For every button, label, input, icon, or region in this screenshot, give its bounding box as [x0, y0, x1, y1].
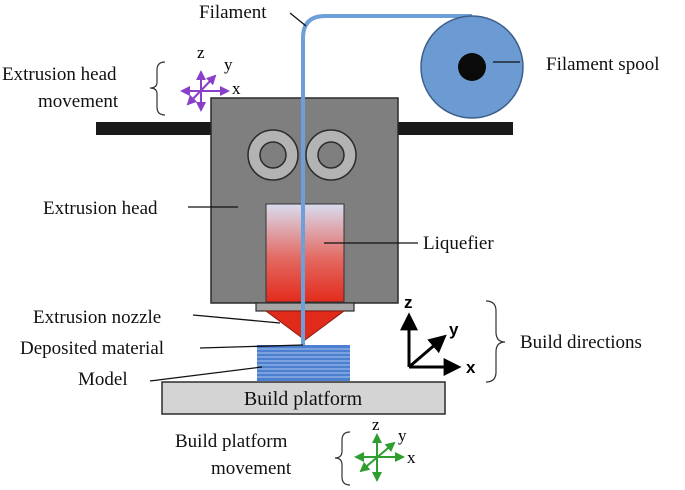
- model-label: Model: [78, 369, 128, 390]
- platform-axis-y-label: y: [398, 426, 407, 445]
- build-platform-movement-label-line1: Build platform: [175, 431, 288, 452]
- build-platform-movement-label-line2: movement: [211, 458, 292, 479]
- build-axis-z-label: z: [404, 293, 413, 312]
- extrusion-head-movement-label-line1: Extrusion head: [2, 64, 117, 85]
- build-direction-axes: [400, 312, 462, 376]
- build-platform-label: Build platform: [244, 388, 363, 410]
- extrusion-head-axes: [180, 70, 230, 112]
- model-layers: [257, 345, 350, 381]
- head-axis-x-label: x: [232, 79, 241, 98]
- drive-roller-right: [305, 129, 357, 181]
- filament-strand: [301, 14, 472, 345]
- filament-label: Filament: [199, 2, 267, 23]
- build-platform-movement-bracket: [334, 431, 351, 486]
- deposited-material-label: Deposited material: [20, 338, 164, 359]
- build-axis-y-label: y: [449, 320, 459, 339]
- build-platform-axes: [354, 433, 405, 482]
- filament-spool-label: Filament spool: [546, 54, 659, 75]
- build-directions-label: Build directions: [520, 332, 642, 353]
- extrusion-head-movement-label-line2: movement: [38, 91, 119, 112]
- platform-axis-x-label: x: [407, 448, 416, 467]
- leader-lines: [149, 12, 520, 382]
- extrusion-head-label: Extrusion head: [43, 198, 158, 219]
- extrusion-nozzle-label: Extrusion nozzle: [33, 307, 161, 328]
- extrusion-head-movement-bracket: [149, 61, 166, 116]
- build-platform: [161, 381, 446, 415]
- build-axis-x-label: x: [466, 358, 476, 377]
- drive-roller-left: [247, 129, 299, 181]
- filament-spool: [420, 15, 524, 119]
- head-axis-z-label: z: [197, 43, 205, 62]
- platform-axis-z-label: z: [372, 415, 380, 434]
- liquefier-label: Liquefier: [423, 233, 494, 254]
- head-axis-y-label: y: [224, 55, 233, 74]
- build-directions-bracket: [485, 300, 506, 383]
